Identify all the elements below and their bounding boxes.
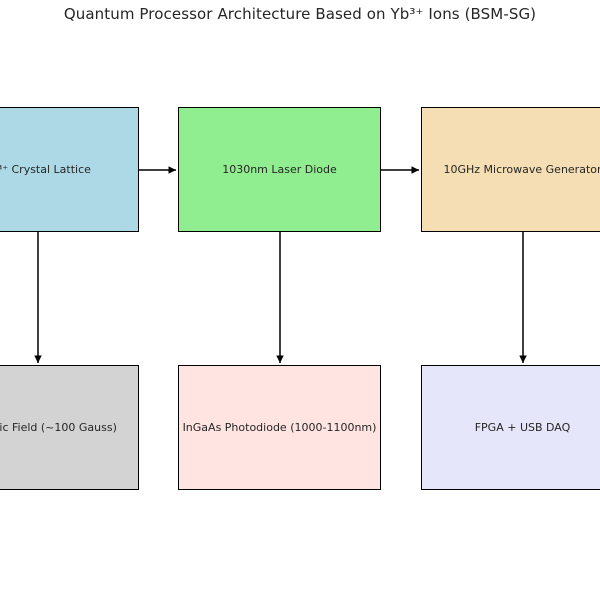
node-magnetic-field-label: Magnetic Field (~100 Gauss) bbox=[0, 421, 117, 434]
node-microwave-generator: 10GHz Microwave Generator bbox=[421, 107, 600, 232]
node-fpga-daq: FPGA + USB DAQ bbox=[421, 365, 600, 490]
node-photodiode-label: InGaAs Photodiode (1000-1100nm) bbox=[182, 421, 377, 434]
node-crystal-lattice: Yb³⁺ Crystal Lattice bbox=[0, 107, 139, 232]
node-microwave-generator-label: 10GHz Microwave Generator bbox=[443, 163, 600, 176]
node-crystal-lattice-label: Yb³⁺ Crystal Lattice bbox=[0, 163, 91, 176]
diagram-title: Quantum Processor Architecture Based on … bbox=[63, 5, 537, 23]
node-laser-diode: 1030nm Laser Diode bbox=[178, 107, 381, 232]
node-fpga-daq-label: FPGA + USB DAQ bbox=[474, 421, 571, 434]
node-magnetic-field: Magnetic Field (~100 Gauss) bbox=[0, 365, 139, 490]
node-laser-diode-label: 1030nm Laser Diode bbox=[222, 163, 337, 176]
node-photodiode: InGaAs Photodiode (1000-1100nm) bbox=[178, 365, 381, 490]
